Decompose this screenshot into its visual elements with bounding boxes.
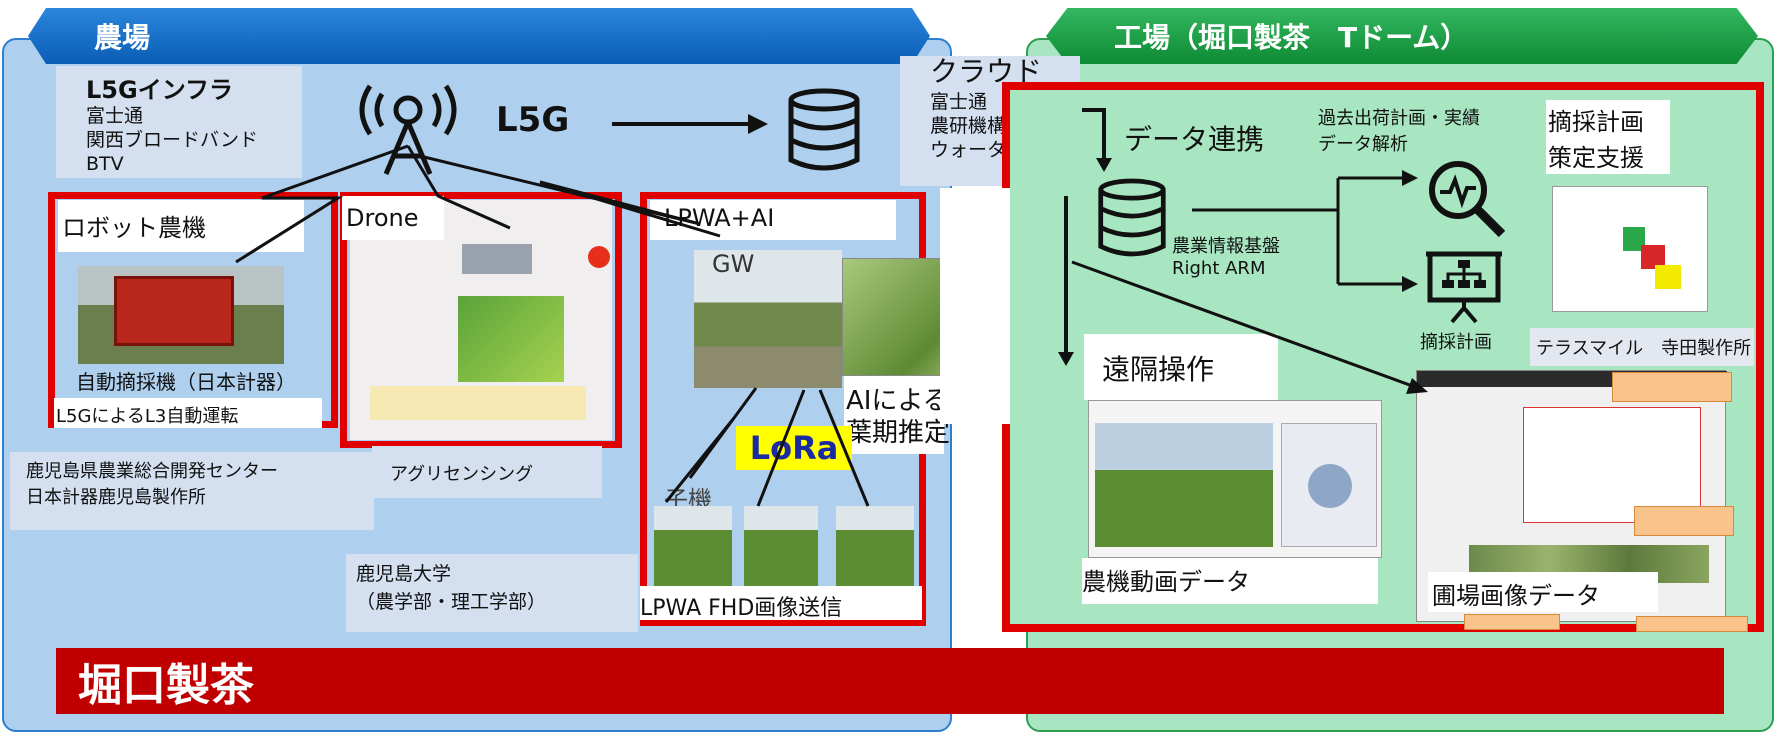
robot-title: ロボット農機 <box>62 214 206 242</box>
lora-label: LoRa <box>736 426 852 470</box>
plan-support-2: 策定支援 <box>1548 144 1644 172</box>
university-line-2: （農学部・理工学部） <box>356 591 547 613</box>
drone-figure <box>350 200 612 440</box>
drone-title: Drone <box>346 204 419 232</box>
university-panel <box>346 554 638 632</box>
base-label-2: Right ARM <box>1172 258 1266 279</box>
robot-org-panel <box>10 452 374 530</box>
child-photo-3 <box>836 506 914 586</box>
company-bar: 堀口製茶 <box>56 648 1724 714</box>
field-screen <box>1416 370 1727 622</box>
university-line-1: 鹿児島大学 <box>356 563 452 585</box>
infra-panel <box>56 66 302 178</box>
drone-box <box>340 192 622 448</box>
drone-caption-panel <box>372 446 602 498</box>
sensor-chart <box>1523 407 1701 523</box>
field-caption-bg <box>1428 572 1658 612</box>
presentation-board-icon <box>1426 251 1502 324</box>
analytics-magnifier-icon <box>1429 161 1506 238</box>
map-callout <box>1464 614 1560 630</box>
cloud-member-1: 富士通 <box>930 91 988 113</box>
robot-org-2: 日本計器鹿児島製作所 <box>26 487 206 508</box>
video-caption: 農機動画データ <box>1082 568 1250 596</box>
robot-photo <box>78 266 284 364</box>
infra-member-3: BTV <box>86 153 124 175</box>
base-label-1: 農業情報基盤 <box>1172 236 1280 257</box>
database-icon <box>788 88 860 171</box>
harvester-shape <box>114 276 234 346</box>
drone-title-bg <box>342 196 444 240</box>
factory-banner-label: 工場（堀口製茶 Tドーム） <box>1114 21 1469 54</box>
remote-control-panel <box>1281 423 1377 547</box>
remote-title-bg <box>1084 334 1278 400</box>
drone-caption: アグリセンシング <box>390 464 534 485</box>
infra-member-2: 関西ブロードバンド <box>86 129 258 151</box>
l5g-label: L5G <box>496 100 570 140</box>
farm-banner: 農場 <box>28 8 930 64</box>
factory-database-icon <box>1098 178 1166 257</box>
robot-note-bg <box>54 398 322 428</box>
robot-org-1: 鹿児島県農業総合開発センター <box>26 461 278 482</box>
plan-support-screen <box>1552 186 1708 312</box>
past-label-1: 過去出荷計画・実績 <box>1318 108 1480 129</box>
ai-label-1: AIによる <box>846 386 949 416</box>
slideshow-callout <box>1636 616 1748 632</box>
drone-shape <box>462 244 532 274</box>
terrace-label: テラスマイル 寺田製作所 <box>1536 338 1752 359</box>
factory-banner: 工場（堀口製茶 Tドーム） <box>1046 8 1758 64</box>
gw-label: GW <box>712 250 755 278</box>
company-label: 堀口製茶 <box>78 660 254 711</box>
past-label-2: データ解析 <box>1318 134 1408 155</box>
remote-screen <box>1088 400 1382 558</box>
sensor-callout <box>1612 372 1732 402</box>
ndvi-strip <box>370 386 586 420</box>
robot-note: L5GによるL3自動運転 <box>56 406 239 427</box>
data-link-label: データ連携 <box>1124 123 1265 156</box>
antenna-icon <box>359 84 457 175</box>
terrace-label-bg <box>1530 328 1754 366</box>
frame-gap <box>940 188 1010 424</box>
cloud-member-2: 農研機構 <box>930 115 1007 137</box>
joystick-button[interactable] <box>1308 464 1352 508</box>
robot-machine-label: 自動摘採機（日本計器） <box>76 370 296 394</box>
ai-label-bg <box>844 376 944 454</box>
lpwa-caption: LPWA FHD画像送信 <box>640 596 843 621</box>
ai-label-2: 葉期推定 <box>846 418 951 448</box>
remote-video-frame <box>1095 423 1273 547</box>
lpwa-caption-bg <box>640 586 922 620</box>
sun-icon <box>588 246 610 268</box>
arrow-to-db-icon <box>612 114 768 134</box>
tea-field-image <box>458 296 564 382</box>
plan-label: 摘採計画 <box>1420 332 1492 353</box>
plan-cell-c <box>1655 265 1681 289</box>
child-photo-2 <box>744 506 818 586</box>
plan-cell-a <box>1623 227 1645 251</box>
video-caption-bg <box>1082 558 1378 604</box>
plan-support-1: 摘採計画 <box>1548 108 1644 136</box>
graph-callout <box>1634 506 1734 536</box>
farm-banner-label: 農場 <box>94 21 151 54</box>
plan-support-bg <box>1546 100 1670 174</box>
field-caption: 圃場画像データ <box>1432 582 1600 610</box>
remote-title: 遠隔操作 <box>1102 353 1215 386</box>
child-photo-1 <box>654 506 732 586</box>
infra-member-1: 富士通 <box>86 105 144 127</box>
lpwa-title-bg <box>650 200 896 240</box>
gw-photo <box>694 250 842 388</box>
frame-left-lower <box>1002 430 1010 630</box>
infra-title: L5Gインフラ <box>86 76 233 104</box>
